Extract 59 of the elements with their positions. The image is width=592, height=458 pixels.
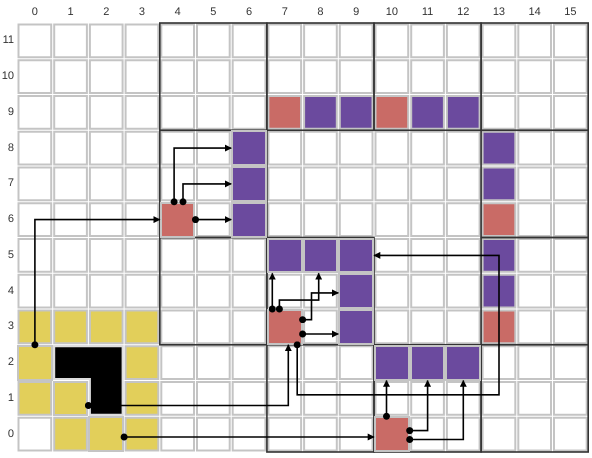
grid-cell	[302, 238, 338, 274]
column-number: 13	[492, 6, 506, 19]
grid-cell	[231, 130, 267, 166]
column-number: 5	[210, 6, 216, 19]
arrow	[180, 180, 232, 206]
row-number: 10	[2, 70, 14, 84]
column-number: 4	[174, 6, 181, 19]
arrow	[84, 344, 292, 409]
column-number: 15	[564, 6, 576, 19]
column-number: 12	[457, 6, 470, 19]
row-number: 0	[8, 428, 14, 441]
arrow	[192, 216, 232, 224]
row-number: 8	[8, 142, 14, 155]
column-number: 0	[32, 6, 38, 19]
grid-cell	[52, 380, 88, 416]
column-number: 3	[138, 6, 145, 19]
arrow	[120, 434, 375, 440]
arrow	[276, 272, 322, 312]
row-number: 1	[8, 392, 14, 405]
row-number: 2	[8, 356, 14, 370]
column-number: 14	[528, 6, 541, 19]
arrow	[299, 330, 339, 338]
arrow	[268, 272, 276, 312]
arrow	[294, 252, 500, 396]
grid-cell	[374, 344, 410, 380]
arrow	[406, 380, 467, 443]
row-number: 5	[8, 248, 14, 262]
column-number: 1	[67, 6, 74, 19]
arrow	[383, 380, 390, 420]
grid-cell	[231, 166, 267, 202]
grid-cell	[266, 309, 303, 345]
arrow	[406, 380, 432, 434]
arrow	[170, 144, 232, 206]
grid-cell	[374, 416, 410, 452]
column-number: 8	[317, 6, 324, 19]
grid-cell	[266, 238, 303, 274]
grid-cell	[231, 202, 267, 238]
row-number: 3	[8, 320, 14, 334]
row-number: 9	[8, 106, 14, 119]
arrow	[299, 289, 339, 324]
grid-cell	[338, 273, 374, 309]
row-number: 4	[8, 284, 14, 298]
grid-cell	[17, 344, 53, 380]
column-number: 6	[246, 6, 252, 19]
column-number: 2	[103, 6, 110, 19]
column-number: 10	[386, 6, 398, 19]
grid-cell	[410, 344, 446, 380]
arrow	[31, 216, 160, 348]
column-number: 7	[282, 6, 288, 19]
grid-cell	[338, 238, 374, 274]
row-number: 7	[8, 177, 14, 190]
column-number: 11	[422, 6, 434, 19]
grid-cell	[88, 416, 124, 452]
grid-cell	[338, 309, 374, 345]
grid-cell	[160, 202, 196, 238]
grid-cell	[445, 344, 482, 380]
column-number: 9	[353, 6, 360, 19]
row-number: 6	[8, 213, 14, 226]
row-number: 11	[2, 34, 14, 48]
